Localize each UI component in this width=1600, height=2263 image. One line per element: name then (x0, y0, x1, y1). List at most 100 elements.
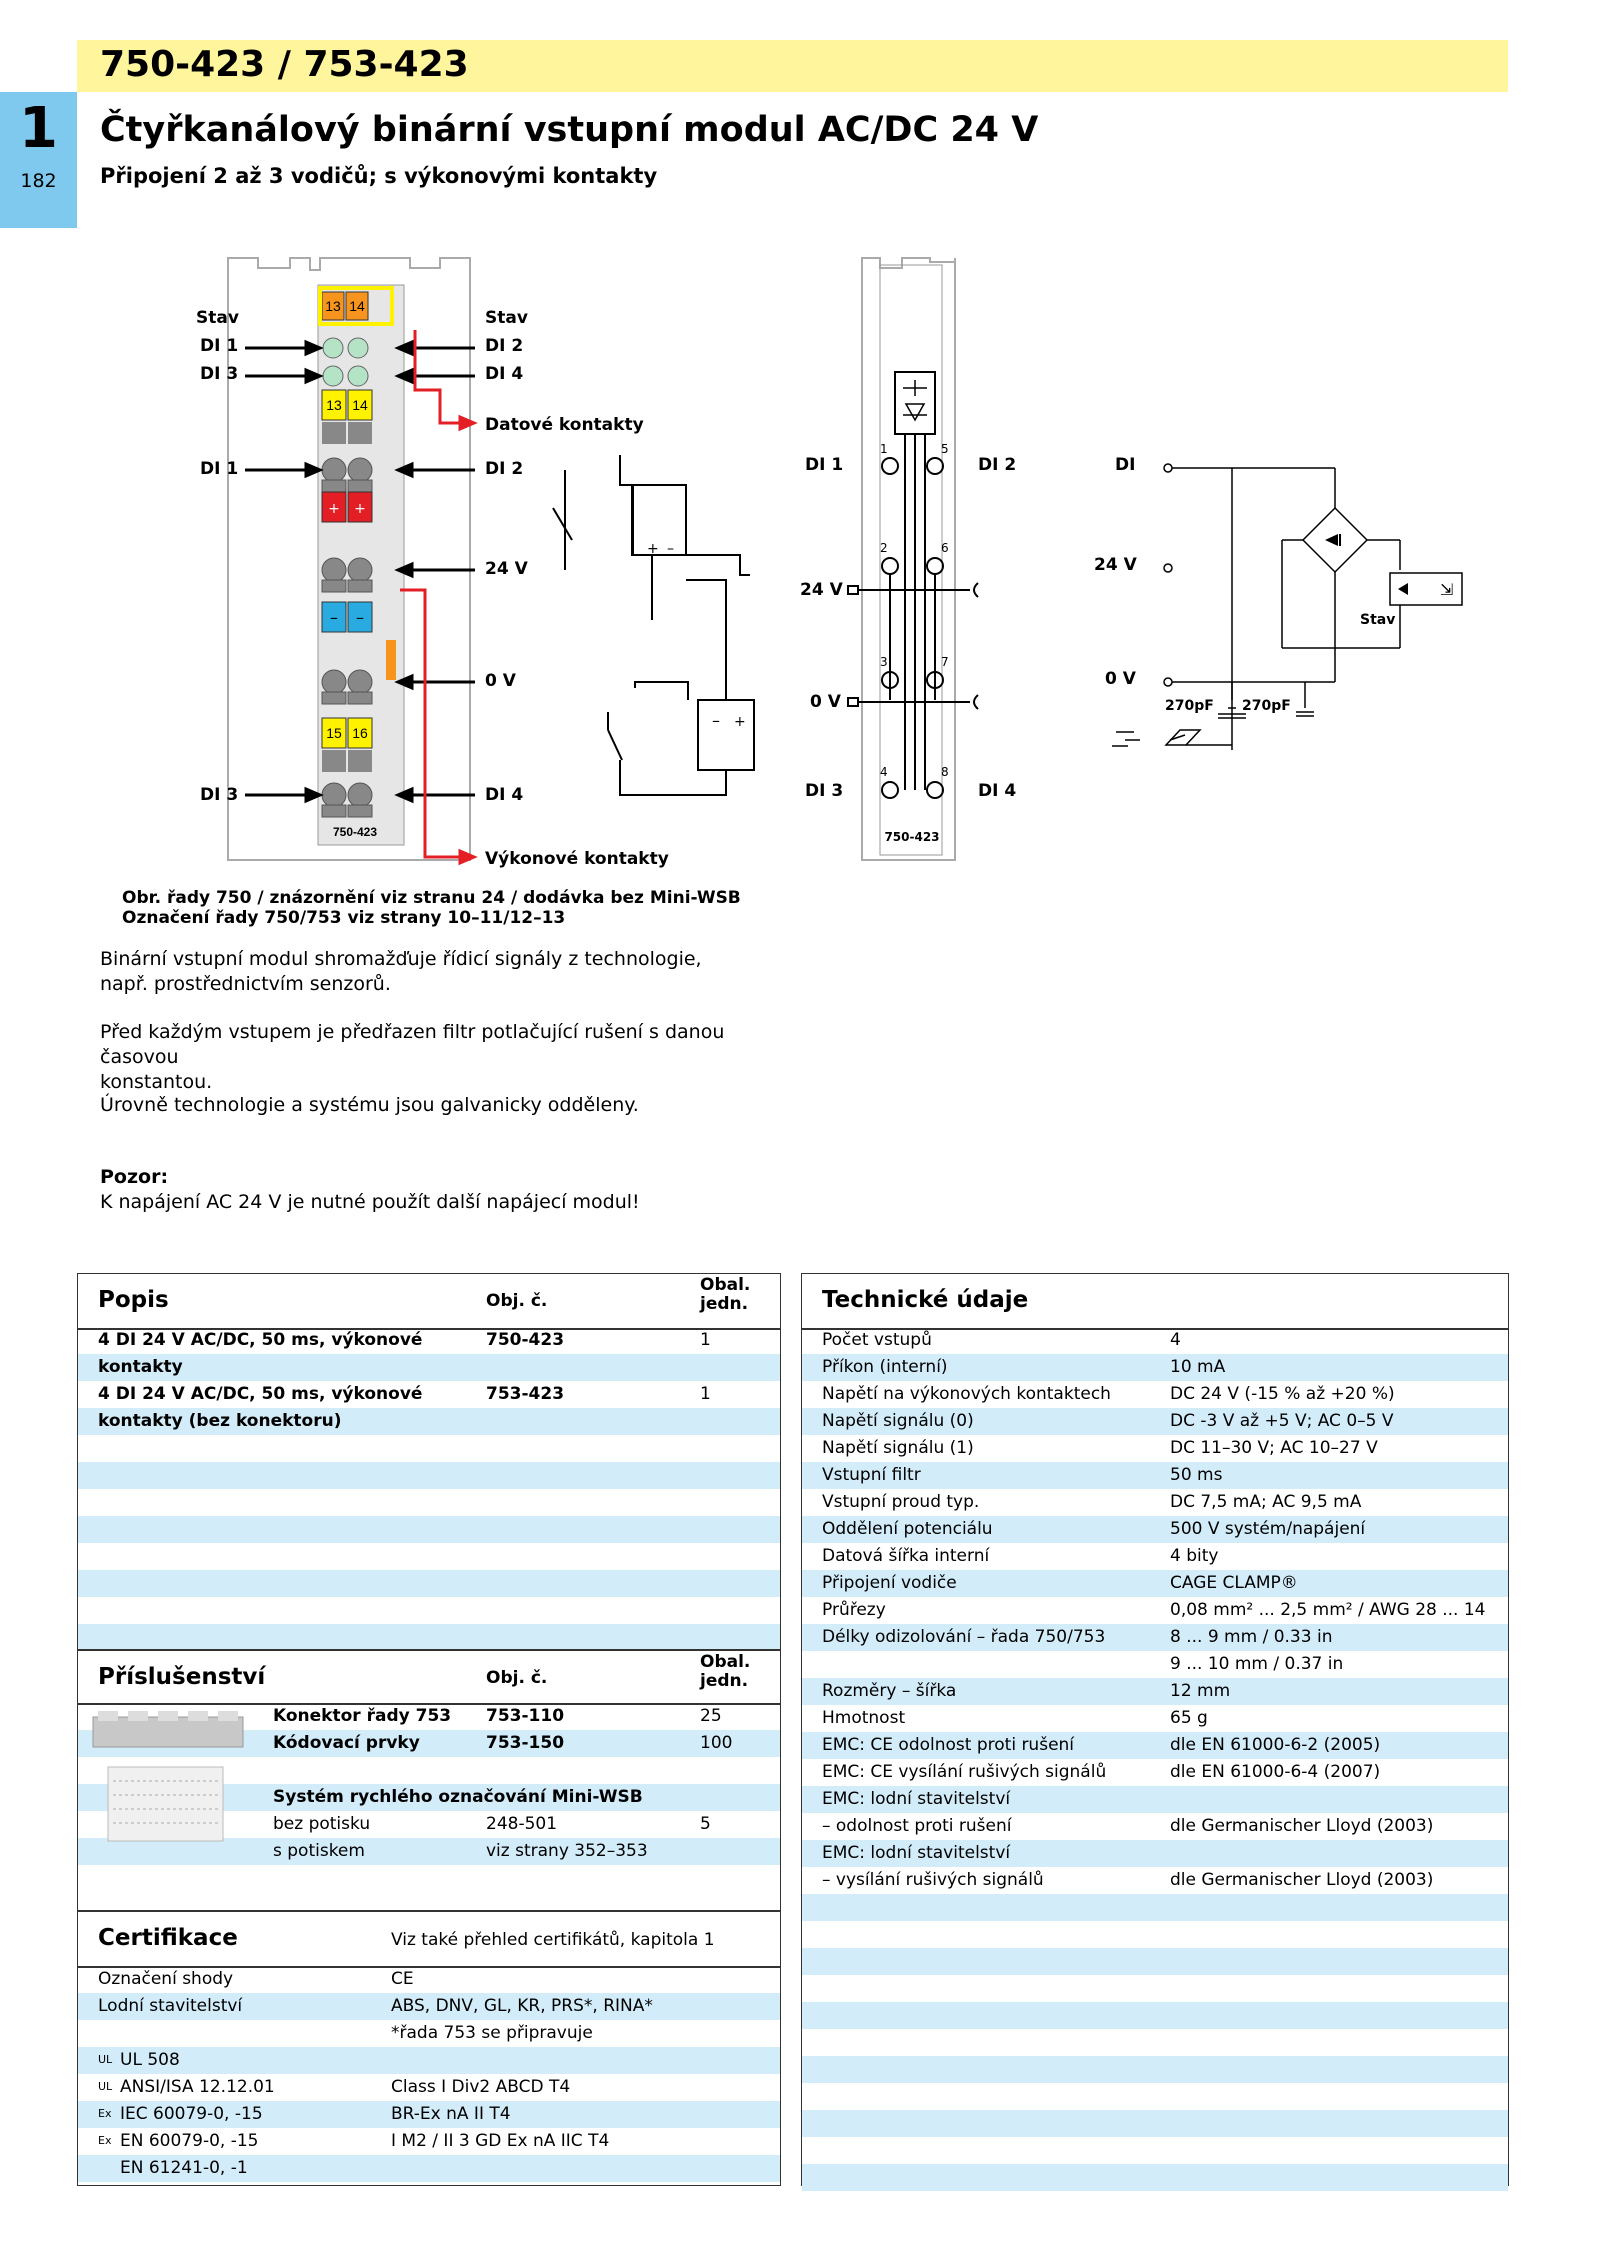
ul-mark-icon: UL (98, 2053, 113, 2066)
label-di2: DI 2 (978, 455, 1017, 475)
tech-name: Napětí signálu (0) (822, 1411, 974, 1431)
tech-name: EMC: lodní stavitelství (822, 1789, 1011, 1809)
tech-value: CAGE CLAMP® (1170, 1573, 1298, 1593)
tech-name: Oddělení potenciálu (822, 1519, 993, 1539)
table-row (802, 2056, 1508, 2083)
psu-plus: + (647, 541, 659, 557)
label-capacitor: 270pF (1165, 698, 1214, 714)
table-row (802, 1894, 1508, 1921)
terminal-number: 14 (349, 298, 365, 314)
col-obj: Obj. č. (486, 1291, 548, 1311)
accessory-number: 753-110 (486, 1706, 565, 1726)
figure-caption: Označení řady 750/753 viz strany 10–11/1… (122, 908, 566, 928)
label-di2: DI 2 (485, 459, 524, 479)
text-line: konstantou. (100, 1071, 213, 1093)
table-row (802, 1921, 1508, 1948)
cert-value: ABS, DNV, GL, KR, PRS*, RINA* (391, 1996, 653, 2016)
terminal-slot (348, 750, 372, 772)
table-row: EN 61241-0, -1 (78, 2155, 780, 2182)
cert-name: ANSI/ISA 12.12.01 (120, 2077, 275, 2097)
svg-text:1: 1 (880, 442, 888, 456)
figure-caption: Obr. řady 750 / znázornění viz stranu 24… (122, 888, 741, 908)
cert-name: Označení shody (98, 1969, 234, 1989)
tech-value: dle Germanischer Lloyd (2003) (1170, 1870, 1434, 1890)
tech-name: Počet vstupů (822, 1330, 932, 1350)
accessory-desc: bez potisku (273, 1814, 371, 1834)
tech-value: 12 mm (1170, 1681, 1231, 1701)
table-row (802, 1975, 1508, 2002)
table-row (78, 1462, 780, 1489)
label-di4: DI 4 (978, 781, 1017, 801)
terminal-red-plus (347, 491, 373, 523)
accessory-desc: Systém rychlého označování Mini-WSB (273, 1787, 643, 1807)
svg-text:2: 2 (880, 541, 888, 555)
cert-name: EN 60079-0, -15 (120, 2131, 259, 2151)
schematic-module-label: 750-423 (884, 830, 939, 844)
accessories-header: Příslušenství Obj. č. Obal.jedn. (78, 1651, 780, 1705)
label-24v: 24 V (1094, 555, 1137, 575)
tech-value: DC 24 V (-15 % až +20 %) (1170, 1384, 1395, 1404)
tech-value: 4 (1170, 1330, 1181, 1350)
label-24v: 24 V (485, 559, 528, 579)
tech-value: dle EN 61000-6-4 (2007) (1170, 1762, 1381, 1782)
text-line: Před každým vstupem je předřazen filtr p… (100, 1021, 725, 1068)
accessory-qty: 100 (700, 1733, 733, 1753)
terminal-blue-minus (347, 601, 373, 633)
warning-text: K napájení AC 24 V je nutné použít další… (100, 1191, 640, 1213)
accessories-title: Příslušenství (98, 1664, 266, 1690)
label-vykonove: Výkonové kontakty (485, 849, 669, 869)
label-di3: DI 3 (200, 364, 239, 384)
tech-value: 8 ... 9 mm / 0.33 in (1170, 1627, 1333, 1647)
tech-table-header: Technické údaje (802, 1274, 1508, 1330)
schematic-wiring (847, 434, 979, 799)
label-di3: DI 3 (200, 785, 239, 805)
svg-text:6: 6 (941, 541, 949, 555)
chapter-tab[interactable]: 1 182 (0, 92, 77, 228)
table-row: Počet vstupů 4 (802, 1327, 1508, 1354)
tech-value: dle Germanischer Lloyd (2003) (1170, 1816, 1434, 1836)
external-wiring (552, 455, 755, 796)
col-obal: Obal.jedn. (700, 1275, 751, 1314)
psu2-minus: – (712, 711, 720, 730)
module-diagram: + + – – 13 14 13 14 15 16 750-423 (227, 257, 1463, 866)
body-text: Úrovně technologie a systému jsou galvan… (100, 1094, 639, 1116)
tech-name: Příkon (interní) (822, 1357, 948, 1377)
cert-name: Lodní stavitelství (98, 1996, 243, 2016)
label-di1: DI 1 (200, 336, 239, 356)
certs-title: Certifikace (98, 1925, 238, 1951)
table-row (802, 2083, 1508, 2110)
led-icon (322, 365, 344, 387)
table-row: Napětí signálu (0)DC -3 V až +5 V; AC 0–… (802, 1408, 1508, 1435)
svg-text:3: 3 (880, 655, 888, 669)
diode-icon (903, 380, 927, 422)
tech-name: Datová šířka interní (822, 1546, 990, 1566)
led-icon (347, 365, 369, 387)
col-obj: Obj. č. (486, 1668, 548, 1688)
ul-mark-icon: UL (98, 2080, 113, 2093)
table-row: Napětí signálu (1)DC 11–30 V; AC 10–27 V (802, 1435, 1508, 1462)
part-number: 750-423 / 753-423 (100, 44, 469, 85)
tech-value: 500 V systém/napájení (1170, 1519, 1366, 1539)
terminal-group-top (318, 286, 394, 326)
order-qty: 1 (700, 1330, 711, 1350)
tech-value: DC 7,5 mA; AC 9,5 mA (1170, 1492, 1362, 1512)
table-row (802, 1948, 1508, 1975)
plus-label: + (354, 501, 366, 517)
order-desc: kontakty (bez konektoru) (98, 1411, 342, 1431)
label-stav-left: Stav (196, 308, 239, 328)
table-row: Oddělení potenciálu 500 V systém/napájení (802, 1516, 1508, 1543)
label-di4: DI 4 (485, 785, 524, 805)
body-text: Před každým vstupem je předřazen filtr p… (100, 1020, 800, 1095)
warning-title: Pozor: (100, 1166, 169, 1188)
tech-name: Hmotnost (822, 1708, 906, 1728)
table-row (78, 1489, 780, 1516)
order-qty: 1 (700, 1384, 711, 1404)
cert-value: BR-Ex nA II T4 (391, 2104, 511, 2124)
table-row (78, 1516, 780, 1543)
tech-title: Technické údaje (822, 1287, 1029, 1313)
